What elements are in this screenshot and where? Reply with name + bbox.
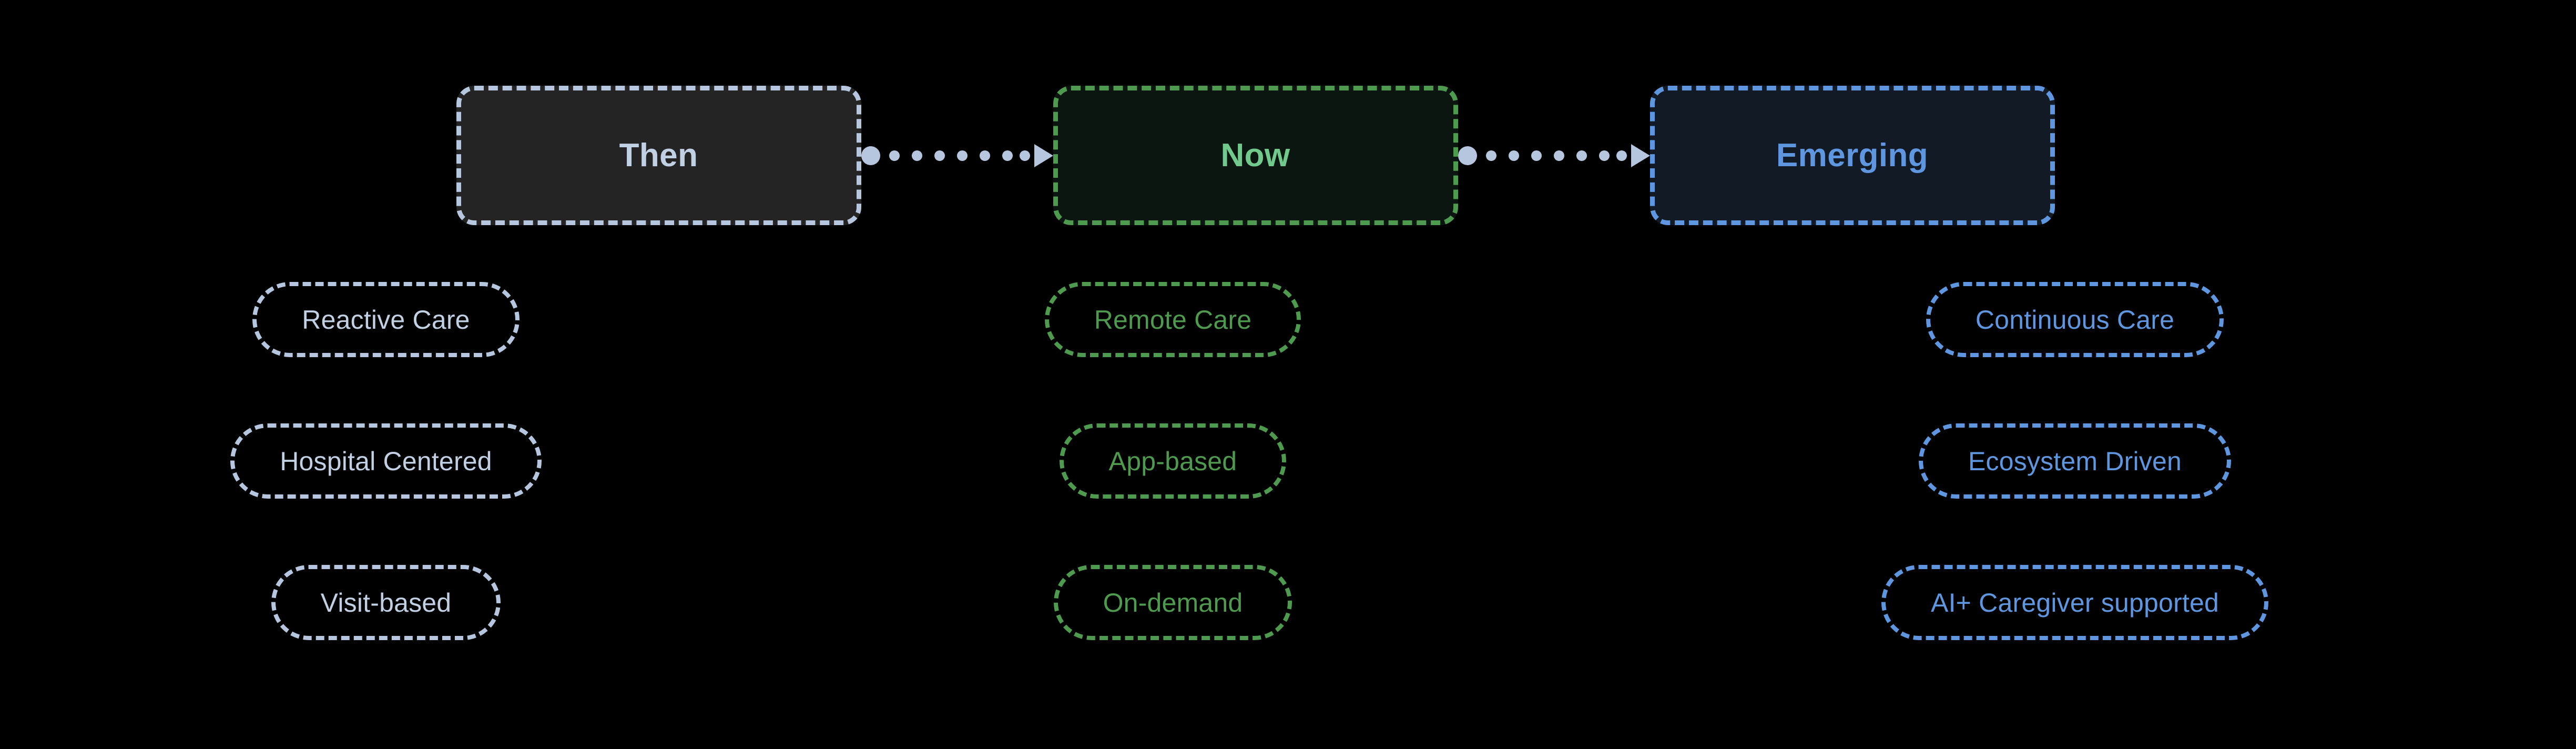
item-row: Hospital Centered App-based Ecosystem Dr… (0, 423, 2576, 499)
item-pill-ai-caregiver-supported[interactable]: AI+ Caregiver supported (1881, 565, 2268, 640)
item-cell-then: Visit-based (0, 565, 772, 640)
item-cell-emerging: AI+ Caregiver supported (1574, 565, 2576, 640)
item-pill-continuous-care[interactable]: Continuous Care (1926, 282, 2224, 357)
item-pill-hospital-centered[interactable]: Hospital Centered (230, 423, 542, 499)
stage-header-row: Then Now (0, 86, 2576, 225)
item-cell-emerging: Continuous Care (1574, 282, 2576, 357)
stage-header-then[interactable]: Then (456, 86, 861, 225)
item-pill-reactive-care[interactable]: Reactive Care (252, 282, 520, 357)
item-pill-ecosystem-driven[interactable]: Ecosystem Driven (1918, 423, 2232, 499)
item-cell-then: Reactive Care (0, 282, 772, 357)
item-pill-app-based[interactable]: App-based (1059, 423, 1287, 499)
item-pill-visit-based[interactable]: Visit-based (271, 565, 501, 640)
dotted-arrow-icon (1458, 144, 1650, 167)
item-cell-emerging: Ecosystem Driven (1574, 423, 2576, 499)
item-cell-then: Hospital Centered (0, 423, 772, 499)
item-pill-on-demand[interactable]: On-demand (1053, 565, 1292, 640)
stage-header-now[interactable]: Now (1053, 86, 1458, 225)
item-pill-remote-care[interactable]: Remote Care (1044, 282, 1301, 357)
stage-header-emerging[interactable]: Emerging (1650, 86, 2055, 225)
item-row: Visit-based On-demand AI+ Caregiver supp… (0, 565, 2576, 640)
item-cell-now: On-demand (772, 565, 1574, 640)
connector-now-to-emerging (1458, 86, 1650, 225)
connector-then-to-now (861, 86, 1053, 225)
item-row: Reactive Care Remote Care Continuous Car… (0, 282, 2576, 357)
item-cell-now: Remote Care (772, 282, 1574, 357)
item-cell-now: App-based (772, 423, 1574, 499)
dotted-arrow-icon (861, 144, 1053, 167)
stage-items-grid: Reactive Care Remote Care Continuous Car… (0, 282, 2576, 706)
